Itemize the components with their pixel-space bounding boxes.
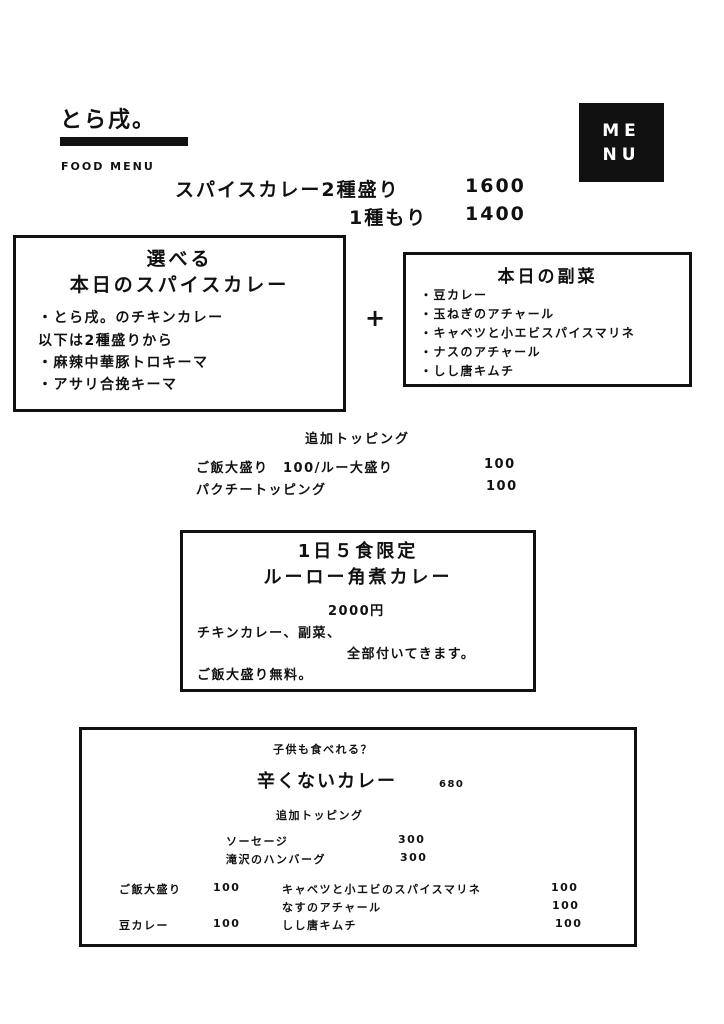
limited-box-title2: ルーロー角煮カレー: [263, 567, 453, 588]
limited-box-price: 2000円: [328, 604, 385, 619]
kids-bean-label: 豆カレー: [119, 919, 169, 932]
kids-cabbage-label: キャベツと小エビのスパイスマリネ: [282, 883, 482, 896]
plus-icon: +: [365, 304, 386, 332]
side-box-item: ・豆カレー: [420, 288, 488, 302]
kids-box-price: 680: [439, 779, 465, 790]
price-one-kind-value: 1400: [465, 203, 526, 225]
kids-eggplant-label: なすのアチャール: [282, 901, 382, 914]
kids-bean-price: 100: [213, 917, 241, 930]
kids-box-title: 辛くないカレー: [257, 771, 397, 792]
limited-curry-box: 1日５食限定 ルーロー角煮カレー 2000円 チキンカレー、副菜、 全部付いてき…: [180, 530, 536, 692]
limited-box-line3: ご飯大盛り無料。: [197, 668, 314, 683]
food-menu-subtitle: FOOD MENU: [61, 160, 155, 173]
side-box-title: 本日の副菜: [497, 267, 598, 287]
kids-sausage-price: 300: [398, 833, 426, 846]
topping-title: 追加トッピング: [305, 432, 411, 447]
side-box-item: ・しし唐キムチ: [420, 364, 515, 378]
side-box-item: ・ナスのアチャール: [420, 345, 542, 359]
choose-box-item: ・アサリ合挽キーマ: [38, 377, 178, 393]
topping-row2-label: パクチートッピング: [196, 483, 327, 498]
side-dish-box: 本日の副菜 ・豆カレー ・玉ねぎのアチャール ・キャベツと小エビスパイスマリネ …: [403, 252, 692, 387]
kids-box-topping-title: 追加トッピング: [276, 809, 364, 822]
kids-box-question: 子供も食べれる？: [273, 743, 373, 756]
side-box-item: ・キャベツと小エビスパイスマリネ: [420, 326, 636, 340]
side-box-item: ・玉ねぎのアチャール: [420, 307, 555, 321]
limited-box-line2: 全部付いてきます。: [347, 647, 476, 662]
kids-eggplant-price: 100: [552, 899, 580, 912]
price-two-kinds-label: スパイスカレー2種盛り: [175, 179, 400, 201]
kids-sausage-label: ソーセージ: [226, 835, 289, 848]
brand-name: とら戌。: [60, 108, 157, 133]
kids-curry-box: 子供も食べれる？ 辛くないカレー 680 追加トッピング ソーセージ 300 滝…: [79, 727, 637, 947]
kids-shishito-price: 100: [555, 917, 583, 930]
choose-box-item: ・とら戌。のチキンカレー: [38, 310, 224, 326]
kids-rice-label: ご飯大盛り: [119, 883, 182, 896]
kids-hamburg-label: 滝沢のハンバーグ: [226, 853, 326, 866]
choose-box-title1: 選べる: [146, 248, 213, 270]
kids-hamburg-price: 300: [400, 851, 428, 864]
menu-badge-line1: ME: [602, 120, 641, 141]
choose-box-title2: 本日のスパイスカレー: [69, 274, 290, 296]
kids-cabbage-price: 100: [551, 881, 579, 894]
topping-row1-label: ご飯大盛り 100/ルー大盛り: [196, 461, 394, 476]
kids-rice-price: 100: [213, 881, 241, 894]
choose-curry-box: 選べる 本日のスパイスカレー ・とら戌。のチキンカレー 以下は2種盛りから ・麻…: [13, 235, 346, 412]
price-two-kinds-value: 1600: [465, 175, 526, 197]
price-one-kind-label: 1種もり: [349, 207, 428, 229]
brand-underline-bar: [60, 137, 188, 146]
limited-box-title1: 1日５食限定: [297, 541, 419, 562]
menu-badge-line2: NU: [602, 144, 641, 165]
topping-row1-price: 100: [484, 457, 516, 472]
kids-shishito-label: しし唐キムチ: [282, 919, 357, 932]
choose-box-item: ・麻辣中華豚トロキーマ: [38, 355, 209, 371]
choose-box-item: 以下は2種盛りから: [38, 333, 174, 349]
topping-row2-price: 100: [486, 479, 518, 494]
menu-badge: ME NU: [579, 103, 664, 182]
limited-box-line1: チキンカレー、副菜、: [197, 626, 342, 641]
